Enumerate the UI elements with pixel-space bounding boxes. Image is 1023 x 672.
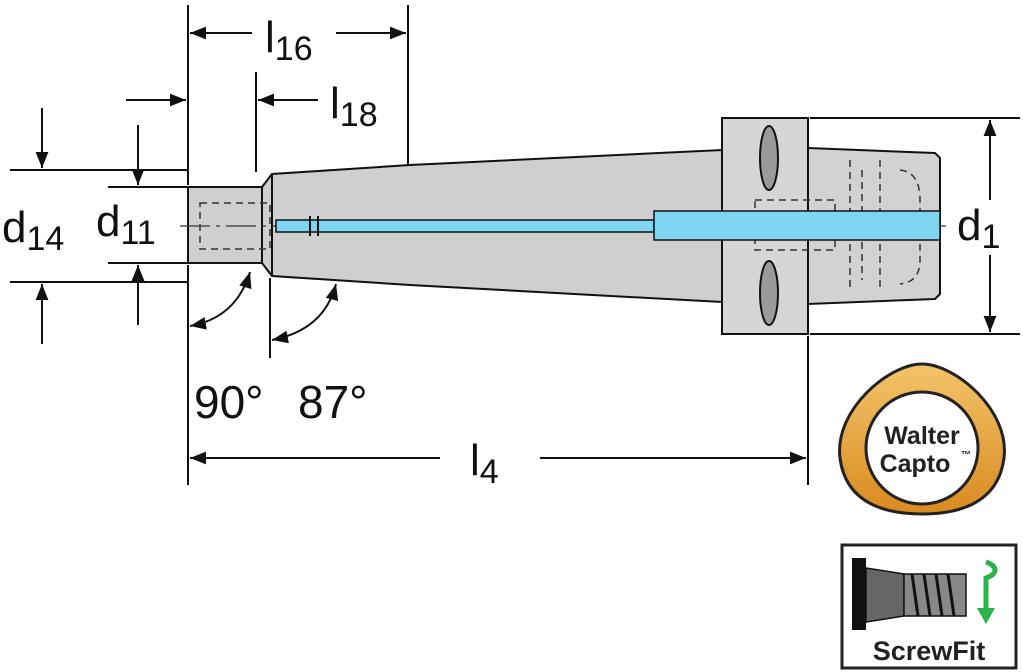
coolant-channel-wide: [653, 210, 941, 241]
walter-capto-tm: ™: [961, 450, 971, 461]
shank-cylinder: [187, 186, 263, 264]
coolant-channel-thin: [275, 219, 655, 233]
screwfit-label: ScrewFit: [873, 636, 986, 666]
flange-slot-bottom: [759, 260, 779, 326]
angle-87: 87°: [298, 376, 368, 428]
walter-capto-badge: Walter Capto ™: [838, 362, 1006, 516]
walter-capto-line2: Capto: [880, 450, 951, 478]
screwfit-badge: ScrewFit: [840, 543, 1018, 670]
tool-body: [180, 117, 950, 335]
rotate-arrow-icon: [977, 559, 998, 624]
flange-slot-top: [759, 125, 779, 191]
dim-l18: l18: [330, 79, 378, 134]
screw-icon: [852, 558, 967, 630]
dim-l16: l16: [265, 13, 313, 68]
walter-capto-line1: Walter: [884, 422, 960, 450]
dimension-arrows: [35, 26, 997, 465]
dim-d1: d1: [957, 201, 1000, 256]
extension-lines: [10, 5, 1020, 485]
dim-d14: d14: [2, 203, 64, 258]
angle-90: 90°: [194, 376, 264, 428]
dim-d11: d11: [96, 197, 156, 252]
dim-l4: l4: [470, 436, 499, 491]
